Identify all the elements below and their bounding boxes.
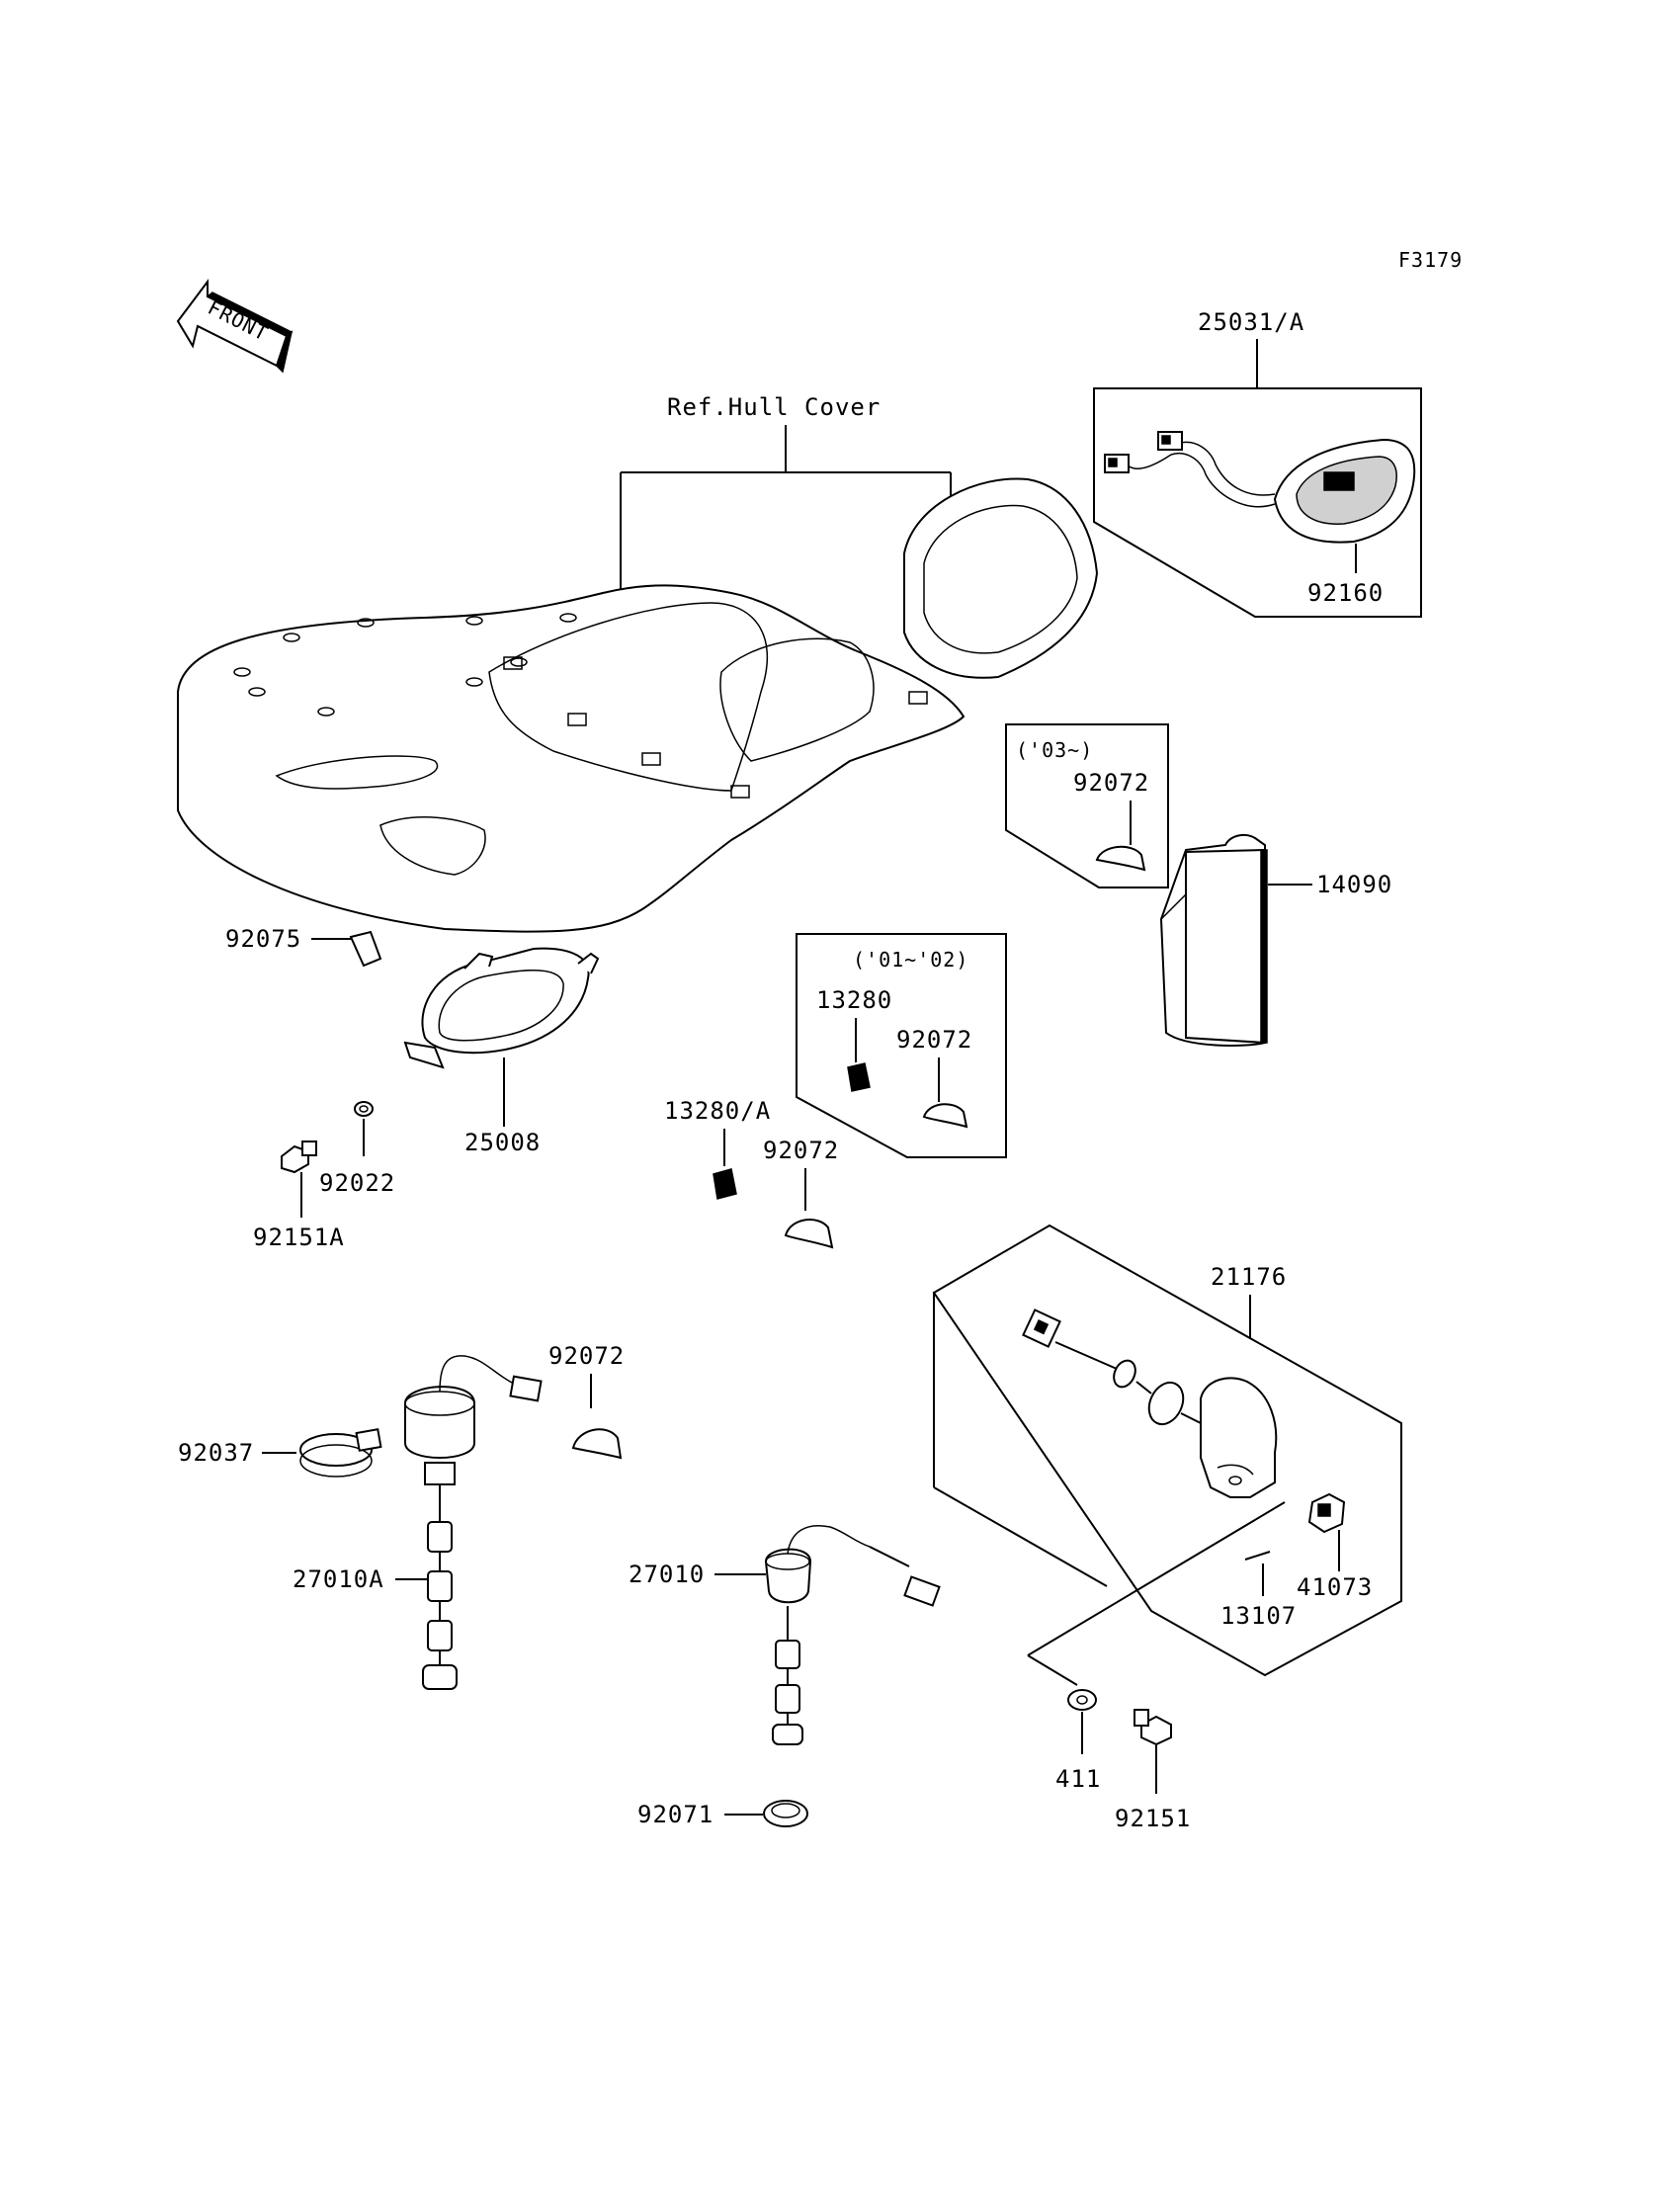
hull-cover-part	[177, 584, 966, 933]
label-92072-d: 92072	[548, 1342, 625, 1370]
label-27010: 27010	[629, 1561, 705, 1588]
note-01-02: ('01~'02)	[853, 948, 968, 972]
washer-411	[1067, 1689, 1097, 1711]
label-21176: 21176	[1211, 1263, 1287, 1291]
bolt-92151A	[281, 1141, 317, 1174]
ref-hull-cover-label: Ref.Hull Cover	[667, 393, 881, 421]
bracket-25008-part	[403, 947, 600, 1069]
label-92151A: 92151A	[253, 1224, 345, 1251]
clip-41073-part	[1307, 1492, 1346, 1534]
fuel-sender-27010	[764, 1525, 941, 1745]
label-92151: 92151	[1115, 1805, 1191, 1832]
front-arrow-icon: FRONT	[176, 279, 294, 374]
label-27010A: 27010A	[293, 1565, 384, 1593]
label-41073: 41073	[1297, 1573, 1373, 1601]
label-14090: 14090	[1316, 871, 1392, 898]
label-25008: 25008	[464, 1129, 541, 1156]
label-92037: 92037	[178, 1439, 254, 1467]
note-03-onward: ('03~)	[1016, 738, 1093, 762]
label-92071: 92071	[637, 1801, 714, 1828]
label-92022: 92022	[319, 1169, 395, 1197]
cover-14090-part	[1159, 833, 1268, 1047]
switch-21176-part	[1022, 1309, 1278, 1498]
figure-code: F3179	[1398, 248, 1463, 272]
spacer-92075	[349, 930, 382, 968]
label-13280: 13280	[816, 986, 892, 1014]
sticker-13280	[847, 1062, 871, 1092]
clamp-92072-d	[571, 1428, 623, 1460]
clamp-92072-b	[922, 1103, 968, 1129]
hose-clamp-92037	[299, 1428, 382, 1478]
label-92072-b: 92072	[896, 1026, 972, 1054]
label-92072-c: 92072	[763, 1137, 839, 1164]
sticker-13280-A	[713, 1168, 737, 1200]
grommet-92071	[763, 1800, 808, 1827]
label-92160: 92160	[1307, 579, 1384, 607]
fuel-sender-27010A	[404, 1355, 543, 1690]
label-92075: 92075	[225, 925, 301, 953]
instrument-bezel-part	[903, 477, 1099, 679]
label-92072-a: 92072	[1073, 769, 1149, 797]
label-13280-A: 13280/A	[664, 1097, 771, 1125]
meter-unit-part	[1104, 431, 1416, 544]
label-25031-A: 25031/A	[1198, 308, 1304, 336]
clamp-92072-a	[1095, 845, 1146, 872]
label-13107: 13107	[1220, 1602, 1297, 1630]
bolt-92151	[1134, 1709, 1172, 1746]
washer-92022	[354, 1101, 374, 1117]
clamp-92072-c	[784, 1219, 834, 1249]
label-411: 411	[1055, 1765, 1101, 1793]
pin-13107	[1244, 1551, 1271, 1561]
ref-hull-cover-bracket	[620, 425, 952, 591]
